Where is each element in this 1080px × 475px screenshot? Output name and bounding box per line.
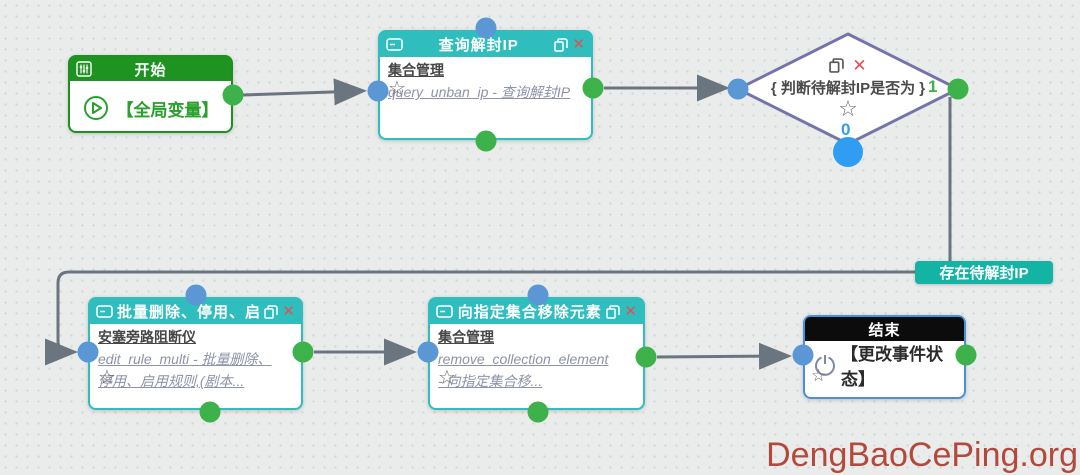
port-start-output[interactable] <box>222 84 244 106</box>
card-icon <box>436 305 453 318</box>
app-name: 安塞旁路阻断仪 <box>98 329 196 345</box>
close-icon[interactable]: ✕ <box>852 55 867 75</box>
copy-icon[interactable] <box>264 304 279 319</box>
port-query-top[interactable] <box>475 17 497 39</box>
watermark: DengBaoCePing.org <box>766 436 1078 474</box>
close-icon[interactable]: ✕ <box>624 303 637 320</box>
port-query-bottom[interactable] <box>475 130 497 152</box>
star-icon[interactable]: ☆ <box>438 367 456 389</box>
port-decision-true[interactable] <box>947 78 969 100</box>
app-name: 集合管理 <box>438 329 494 345</box>
port-query-output[interactable] <box>582 77 604 99</box>
star-icon[interactable]: ☆ <box>388 78 406 100</box>
node-title: 开始 <box>134 61 167 79</box>
node-title: 查询解封IP <box>438 37 519 54</box>
node-title: 结束 <box>868 321 901 339</box>
action-link-line1[interactable]: remove_collection_element <box>438 351 609 367</box>
star-icon[interactable]: ☆ <box>811 366 827 385</box>
port-batch-top[interactable] <box>185 284 207 306</box>
close-icon[interactable]: ✕ <box>282 303 295 320</box>
card-icon <box>96 305 113 318</box>
port-end-input[interactable] <box>792 344 814 366</box>
port-batch-input[interactable] <box>77 341 99 363</box>
node-decision[interactable]: ✕ { 判断待解封IP是否为 } ☆ <box>748 56 948 120</box>
node-title: 向指定集合移除元素 <box>457 304 602 321</box>
close-icon[interactable]: ✕ <box>572 36 585 53</box>
port-remove-input[interactable] <box>417 341 439 363</box>
remove-header: 向指定集合移除元素 ✕ <box>430 299 643 324</box>
copy-icon[interactable] <box>606 304 621 319</box>
port-query-input[interactable] <box>367 80 389 102</box>
port-batch-output[interactable] <box>292 341 314 363</box>
power-icon <box>813 353 837 377</box>
port-batch-bottom[interactable] <box>199 401 221 423</box>
app-name: 集合管理 <box>388 62 444 78</box>
end-header: 结束 <box>805 317 964 341</box>
port-remove-bottom[interactable] <box>527 401 549 423</box>
edge-remove-to-end <box>656 342 792 370</box>
node-end[interactable]: 结束 【更改事件状态】 ☆ <box>803 315 966 399</box>
node-batch-edit-rules[interactable]: 批量删除、停用、启 ✕ 安塞旁路阻断仪 edit_rule_multi - 批量… <box>88 297 303 410</box>
port-end-output[interactable] <box>955 344 977 366</box>
edge-label-true-branch: 存在待解封IP <box>915 261 1053 284</box>
branch-false-label: 0 <box>841 120 851 139</box>
action-link-line1[interactable]: edit_rule_multi - 批量删除、 <box>98 351 272 367</box>
node-start[interactable]: 开始 【全局变量】 <box>68 55 233 133</box>
port-decision-false[interactable] <box>833 137 863 167</box>
copy-icon[interactable] <box>554 37 569 52</box>
start-body-label: 【全局变量】 <box>116 100 219 120</box>
edge-start-to-query <box>242 78 367 106</box>
card-icon <box>386 38 403 51</box>
port-decision-input[interactable] <box>727 78 749 100</box>
node-query-unban-ip[interactable]: 查询解封IP ✕ 集合管理 query_unban_ip - 查询解封IP ☆ <box>378 30 593 140</box>
star-icon[interactable]: ☆ <box>838 96 858 121</box>
action-link-line2[interactable]: - 向指定集合移... <box>438 373 543 389</box>
end-body-label: 【更改事件状态】 <box>841 345 943 389</box>
branch-true-label: 1 <box>928 77 938 96</box>
copy-icon[interactable] <box>829 57 845 73</box>
play-icon <box>83 95 109 121</box>
node-remove-collection-element[interactable]: 向指定集合移除元素 ✕ 集合管理 remove_collection_eleme… <box>428 297 645 410</box>
decision-condition: { 判断待解封IP是否为 } <box>770 80 926 97</box>
star-icon[interactable]: ☆ <box>98 367 116 389</box>
port-remove-top[interactable] <box>527 284 549 306</box>
action-link-line2[interactable]: 停用、启用规则,(剧本... <box>98 373 245 389</box>
port-remove-output[interactable] <box>635 346 657 368</box>
action-link[interactable]: query_unban_ip - 查询解封IP <box>388 84 571 100</box>
sliders-icon <box>76 61 92 77</box>
start-header: 开始 <box>70 57 231 81</box>
node-title: 批量删除、停用、启 <box>117 304 261 321</box>
